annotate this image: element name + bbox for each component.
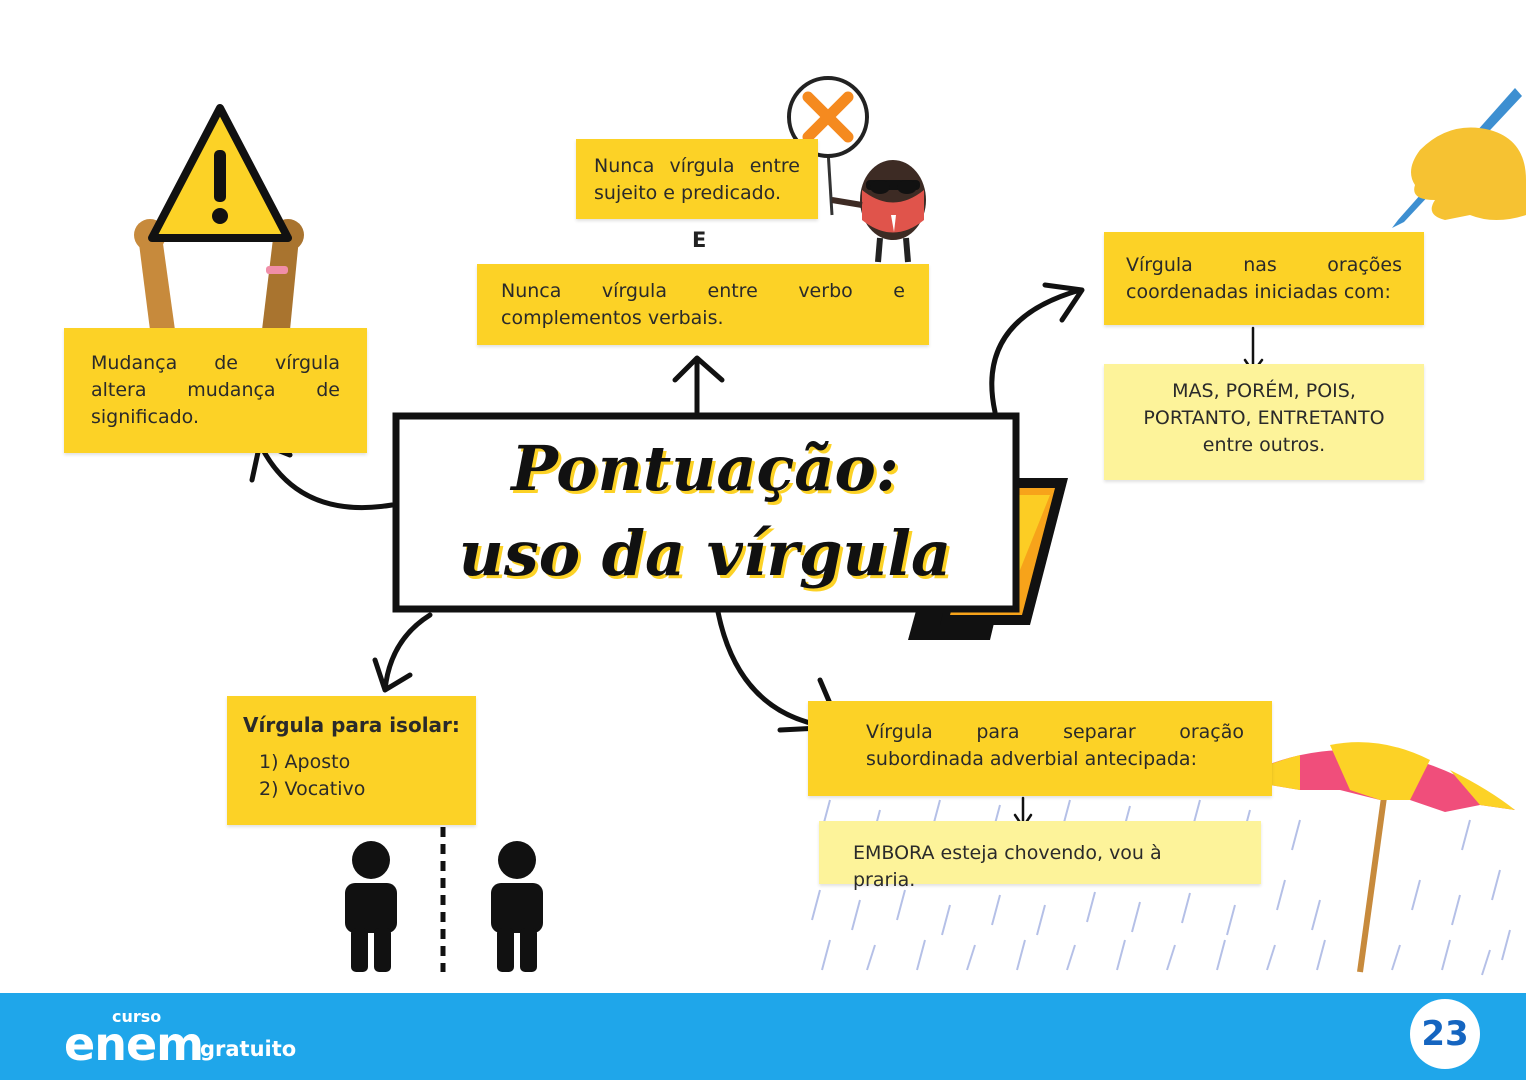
node-conjunctions-line1: MAS, PORÉM, POIS, [1172,380,1356,402]
node-coordinated-line1: Vírgula nas orações [1126,254,1402,276]
node-isolate-item2: 2) Vocativo [259,778,366,800]
node-isolate-title: Vírgula para isolar: [243,713,460,737]
node-verb: Nunca vírgula entre verbo e complementos… [477,264,929,345]
node-coordinated-line2: coordenadas iniciadas com: [1126,281,1391,303]
arrow-up [672,355,725,415]
center-frame [392,412,1020,613]
logo-gratuito-text: gratuito [200,1037,297,1061]
node-subordinate: Vírgula para separar oração subordinada … [808,701,1272,796]
node-example-text: EMBORA esteja chovendo, vou à praria. [853,842,1162,891]
logo-curso-text: curso [112,1007,162,1026]
people-separated-icon [345,810,543,972]
page-number-badge: 23 [1410,999,1480,1069]
node-verb-line1: Nunca vírgula entre verbo e [501,280,905,302]
arrow-bottom-left [372,612,433,693]
node-isolate-item1: 1) Aposto [259,751,351,773]
node-meaning-line1: Mudança de vírgula [91,352,340,374]
title-line-2: uso da vírgula [458,517,952,590]
illustration-layer [134,76,1526,976]
logo-enem-text: enem [64,1017,204,1071]
node-subject-line2: sujeito e predicado. [594,182,781,204]
node-subject-line1: Nunca vírgula entre [594,155,800,177]
node-subordinate-line2: subordinada adverbial antecipada: [866,748,1197,770]
node-conjunctions-line3: entre outros. [1202,434,1326,456]
title-line-1: Pontuação: [511,432,899,505]
node-meaning-line2: altera mudança de [91,379,340,401]
node-conjunctions-line2: PORTANTO, ENTRETANTO [1143,407,1385,429]
node-subordinate-line1: Vírgula para separar oração [866,721,1244,743]
node-isolate: Vírgula para isolar: 1) Aposto 2) Vocati… [227,696,476,825]
node-conjunctions: MAS, PORÉM, POIS, PORTANTO, ENTRETANTO e… [1104,364,1424,480]
node-meaning-line3: significado. [91,406,200,428]
warning-sign-icon [134,104,304,330]
node-meaning: Mudança de vírgula altera mudança de sig… [64,328,367,453]
no-sign-character-icon [787,76,926,263]
rain-icon [811,799,1511,976]
arrow-top-right [989,282,1085,415]
node-subject: Nunca vírgula entre sujeito e predicado. [576,139,818,219]
connector-e: E [692,228,707,252]
beach-umbrella-icon [1255,742,1515,973]
node-verb-line2: complementos verbais. [501,307,724,329]
hand-writing-icon [1392,88,1526,228]
node-example: EMBORA esteja chovendo, vou à praria. [819,821,1261,891]
node-coordinated: Vírgula nas orações coordenadas iniciada… [1104,232,1424,325]
footer-bar: curso enem gratuito 23 [0,993,1526,1080]
